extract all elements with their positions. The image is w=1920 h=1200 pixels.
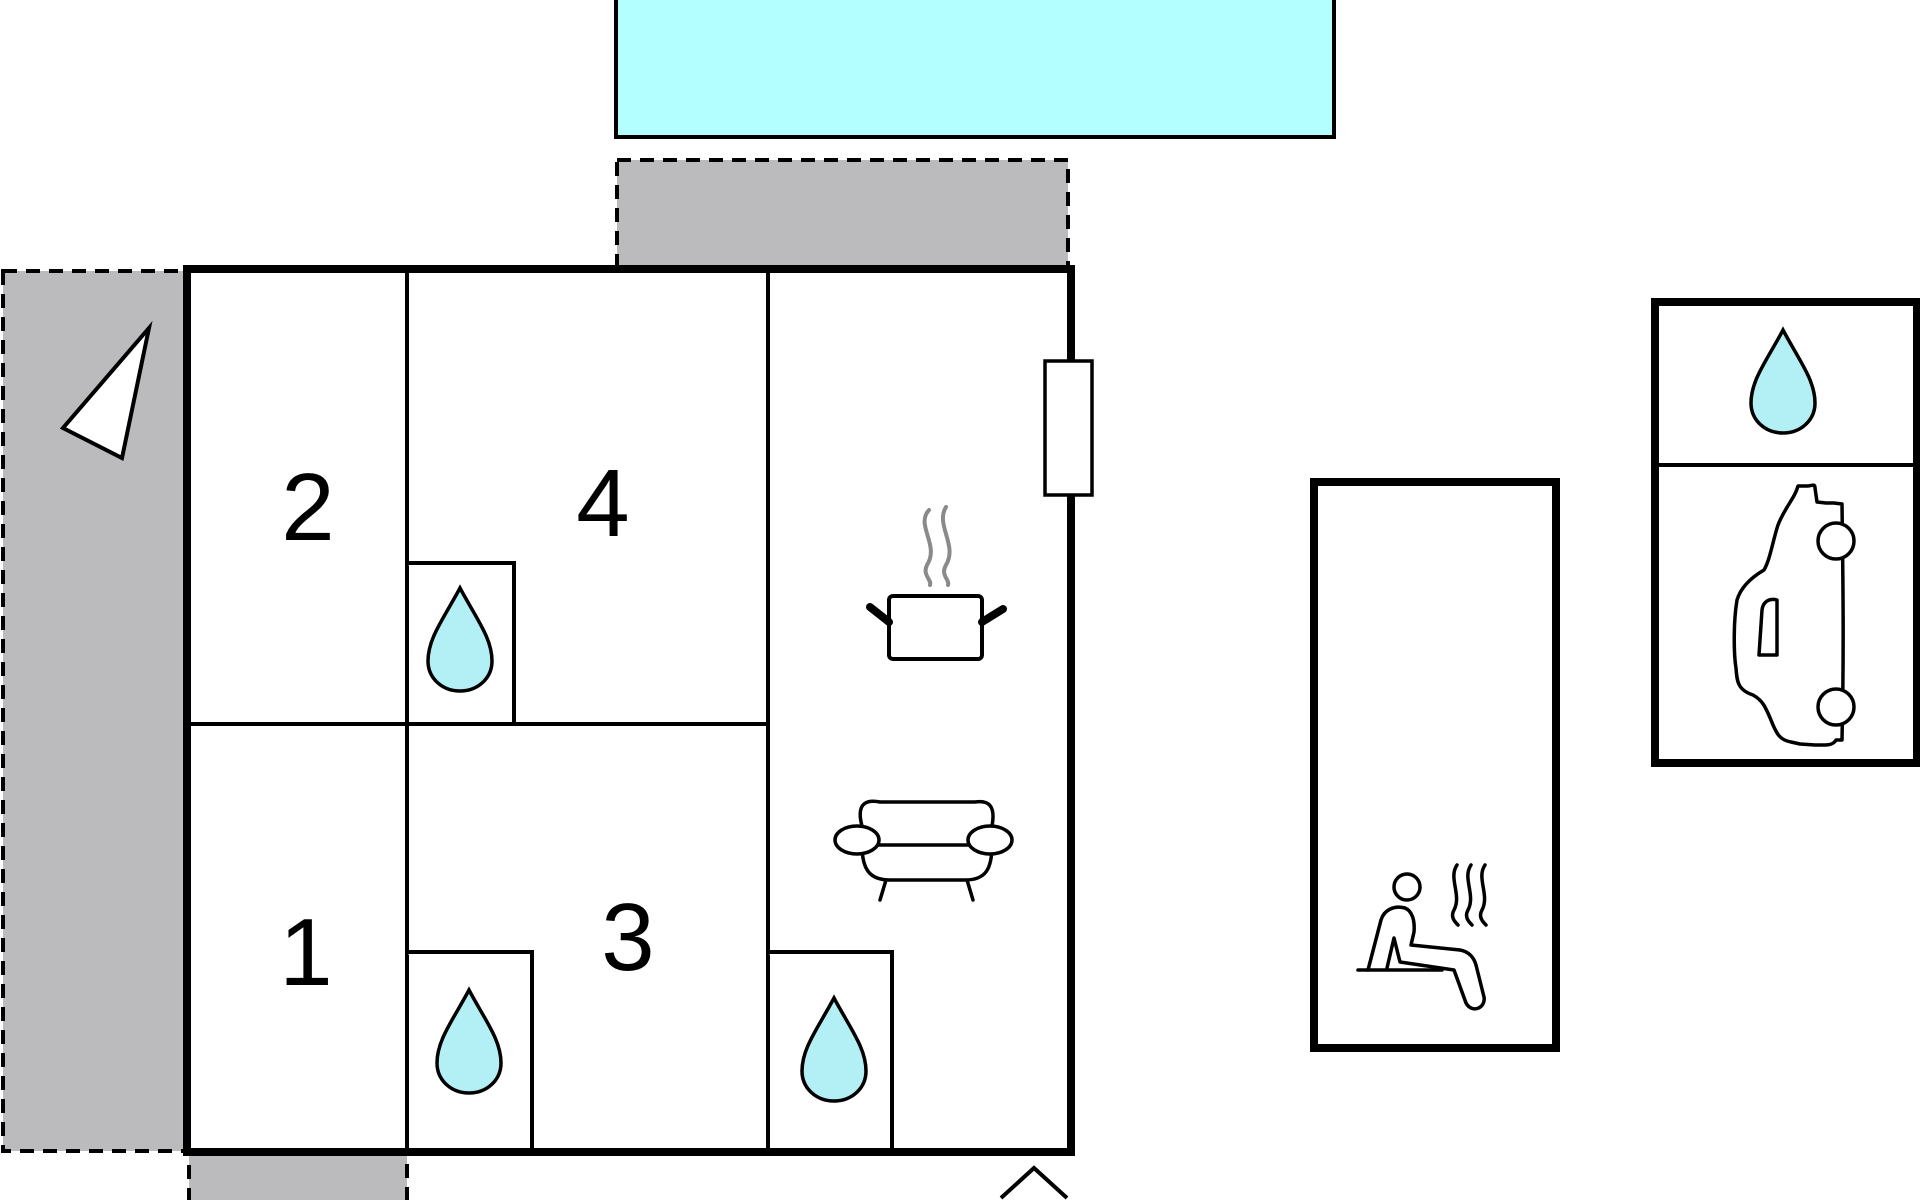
entrance-arrow-icon (999, 1165, 1069, 1200)
sauna-icon (1356, 863, 1488, 1011)
sofa-icon (833, 799, 1014, 902)
window (1043, 359, 1094, 497)
cooking-pot-icon (866, 505, 1007, 661)
pool (614, 0, 1336, 139)
terrace-top (615, 158, 1070, 271)
car-icon (1732, 483, 1856, 747)
terrace-bottom (187, 1150, 409, 1200)
house-outline (183, 265, 1075, 1156)
north-arrow-icon (59, 320, 153, 461)
room-number-1: 1 (279, 899, 332, 1006)
room-number-2: 2 (281, 454, 334, 561)
interior-walls (190, 270, 770, 1150)
room-number-4: 4 (576, 450, 629, 557)
room-number-3: 3 (601, 884, 654, 991)
sauna-building (1310, 478, 1560, 1052)
